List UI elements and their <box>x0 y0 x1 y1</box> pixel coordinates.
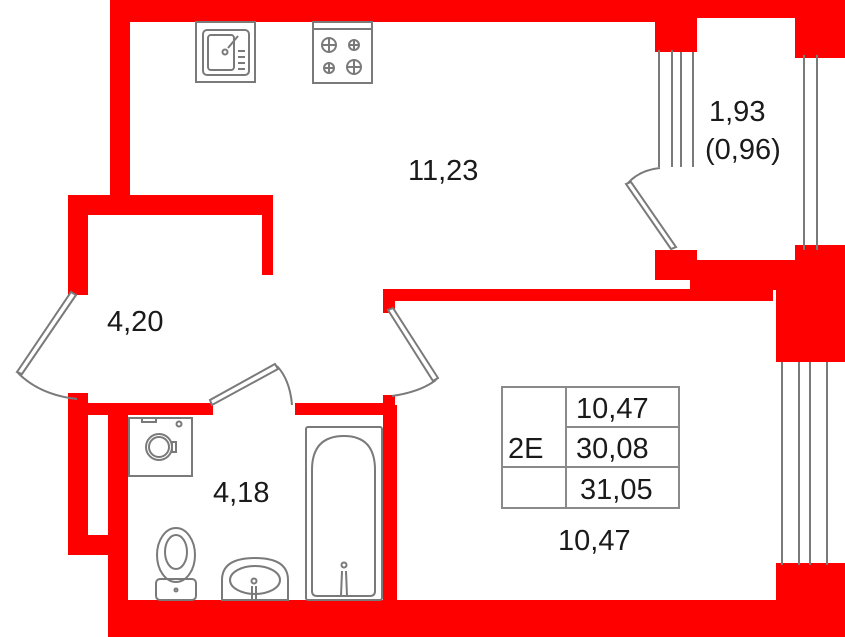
wall-hall-top <box>68 195 273 215</box>
wall-hall-stub <box>262 195 273 275</box>
living-room-door <box>386 306 440 397</box>
bathroom-door <box>208 362 293 407</box>
room-area-balcony-reduced: (0,96) <box>705 134 781 166</box>
wall-hall-left <box>68 195 88 295</box>
wall-living-top-stub <box>383 289 395 313</box>
room-area-living: 10,47 <box>558 525 631 557</box>
balcony-window <box>803 55 818 250</box>
balcony-door-window <box>658 50 694 167</box>
living-room-window <box>781 362 828 565</box>
wall-bottom-living <box>395 612 785 637</box>
stove-icon <box>312 21 373 84</box>
living-area-value: 10,47 <box>576 393 649 425</box>
entrance-door <box>15 290 78 400</box>
wall-bath-right <box>383 405 397 637</box>
apartment-type: 2E <box>508 433 543 465</box>
room-area-kitchen: 11,23 <box>408 155 478 187</box>
wall-balcony-top-right <box>795 18 845 58</box>
windows <box>658 50 828 565</box>
room-area-balcony: 1,93 <box>709 96 765 128</box>
wall-living-top <box>383 289 773 301</box>
summary-table: 2E 10,47 30,08 31,05 <box>501 386 680 509</box>
wall-left-lower-outer <box>68 393 88 553</box>
wall-top <box>110 0 660 22</box>
bathtub-icon <box>305 426 383 601</box>
toilet-icon <box>155 527 197 601</box>
washing-machine-icon <box>128 417 193 477</box>
wall-kitchen-left <box>110 0 130 200</box>
balcony-door <box>624 167 678 251</box>
doors <box>15 167 678 407</box>
wall-bath-top-right <box>295 403 395 415</box>
wall-top-right <box>655 0 845 18</box>
sink-icon <box>195 21 256 83</box>
room-area-hall: 4,20 <box>107 306 163 338</box>
wall-balcony-top-left <box>655 18 697 52</box>
walls <box>68 0 845 637</box>
total-with-balcony-value: 31,05 <box>580 474 653 506</box>
washbasin-icon <box>221 556 289 601</box>
wall-bath-top-left <box>68 403 213 415</box>
total-area-value: 30,08 <box>576 433 649 465</box>
wall-right-upper <box>776 270 845 362</box>
room-area-bathroom: 4,18 <box>213 477 269 509</box>
